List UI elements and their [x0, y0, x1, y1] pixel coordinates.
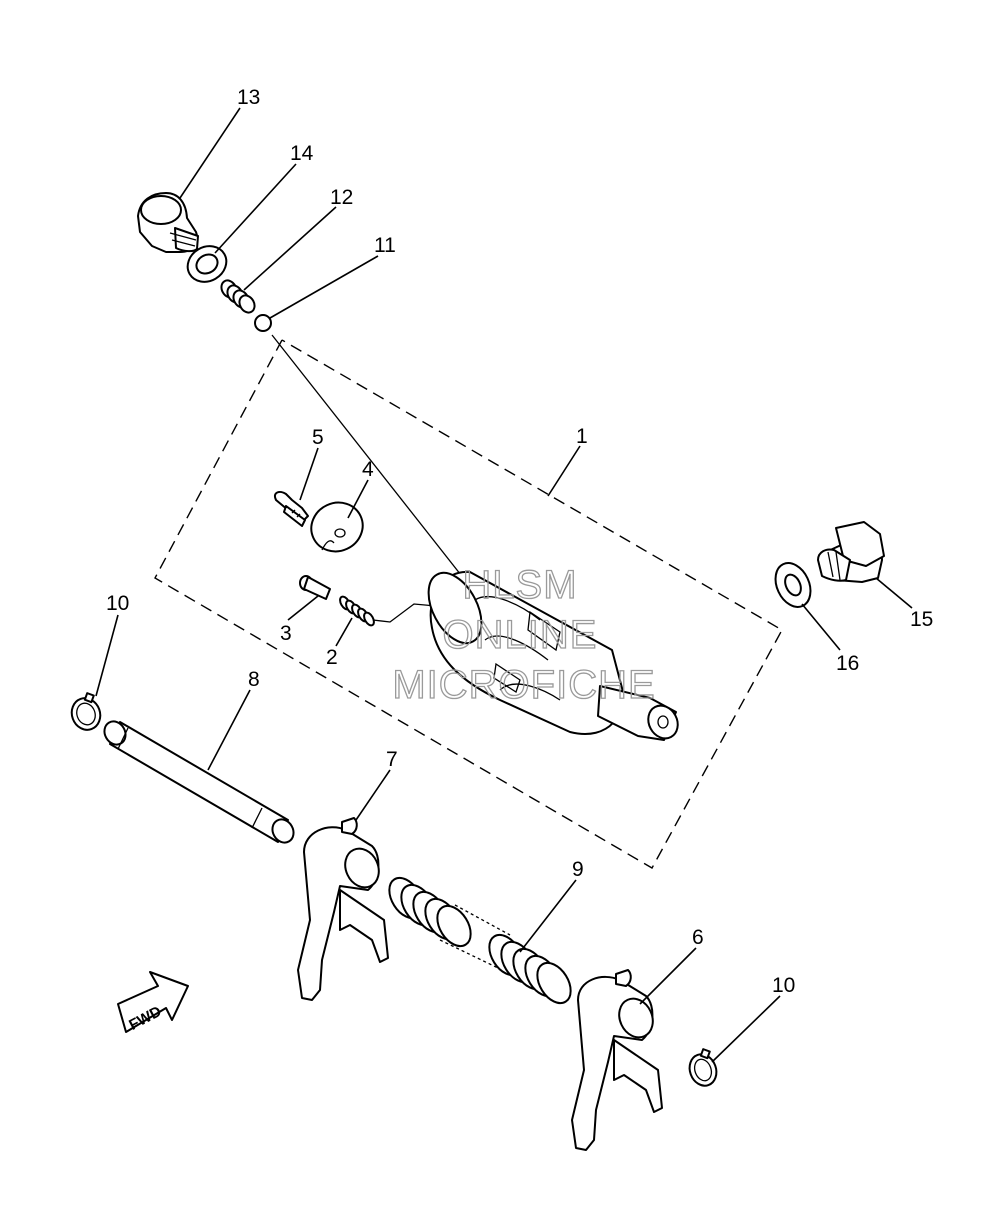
- part-2-spring: [339, 595, 375, 627]
- callout-10-right: 10: [772, 974, 795, 997]
- part-5-screw: [274, 491, 309, 527]
- part-10-circlip-left: [70, 692, 102, 731]
- callout-9: 9: [572, 858, 584, 881]
- watermark-line-1: HLSM: [462, 563, 577, 607]
- leader-lines: [95, 107, 913, 1063]
- part-13-plug-bolt: [137, 192, 199, 253]
- part-11-ball: [254, 314, 272, 332]
- callout-7: 7: [386, 748, 398, 771]
- part-9-spring: [388, 876, 572, 1005]
- assembly-boundary: [154, 339, 783, 869]
- callout-15: 15: [910, 608, 933, 631]
- part-15-bolt: [817, 521, 885, 583]
- watermark-line-3: MICROFICHE: [392, 663, 655, 707]
- part-10-circlip-right: [688, 1048, 718, 1087]
- callout-4: 4: [362, 458, 374, 481]
- part-16-washer: [774, 562, 812, 608]
- callout-12: 12: [330, 186, 353, 209]
- callout-8: 8: [248, 668, 260, 691]
- fwd-arrow: FWD: [117, 971, 189, 1034]
- callout-5: 5: [312, 426, 324, 449]
- part-4-plate: [310, 501, 364, 553]
- part-12-spring: [220, 279, 256, 314]
- part-7-shift-fork: [297, 817, 389, 1001]
- part-6-shift-fork: [571, 969, 663, 1151]
- callout-10-left: 10: [106, 592, 129, 615]
- part-3-pin: [299, 575, 331, 600]
- callout-16: 16: [836, 652, 859, 675]
- watermark-line-2: ONLINE: [443, 613, 598, 657]
- callout-2: 2: [326, 646, 338, 669]
- callout-6: 6: [692, 926, 704, 949]
- callout-14: 14: [290, 142, 314, 165]
- watermark: HLSM ONLINE MICROFICHE: [392, 562, 656, 707]
- callout-13: 13: [237, 86, 260, 109]
- part-14-washer: [186, 245, 228, 283]
- part-1-shift-drum: [427, 570, 679, 741]
- callout-11: 11: [374, 234, 396, 257]
- callout-1: 1: [576, 425, 588, 448]
- callout-numbers: 13 14 12 11 5 4 1 3 2 10 8 7 9 6 10 15 1…: [106, 86, 933, 997]
- callout-3: 3: [280, 622, 292, 645]
- part-8-fork-shaft: [103, 720, 295, 844]
